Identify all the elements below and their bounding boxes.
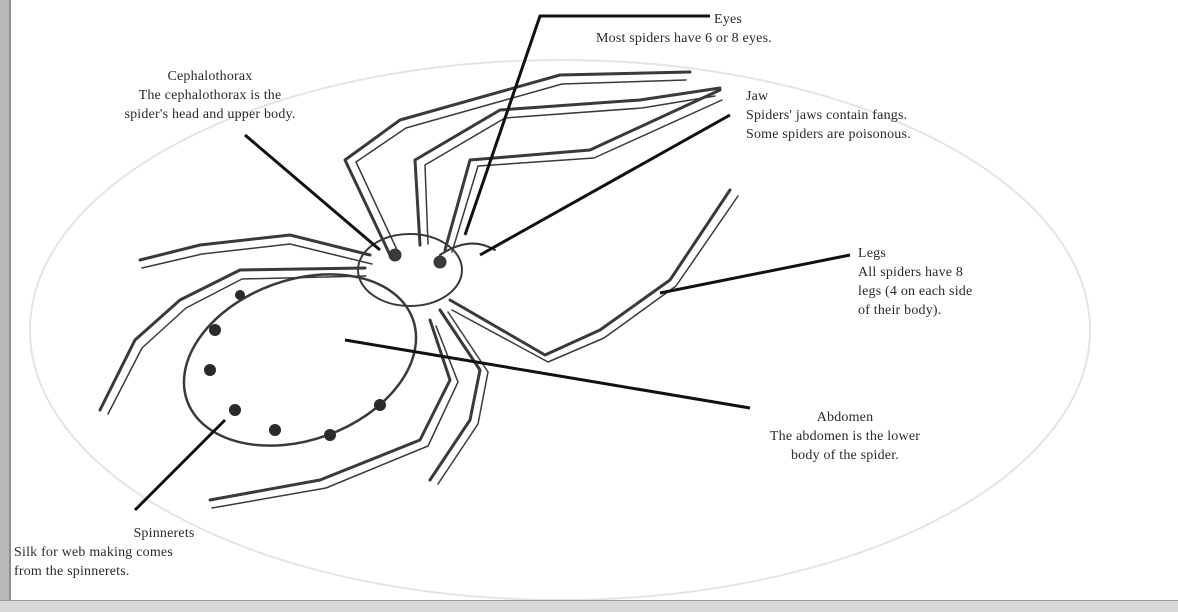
leg-4-inner bbox=[452, 196, 738, 362]
eyes-text-1: Most spiders have 6 or 8 eyes. bbox=[596, 29, 772, 48]
abdomen-spot bbox=[204, 364, 216, 376]
abdomen-spot bbox=[229, 404, 241, 416]
legs-text-3: of their body). bbox=[858, 301, 972, 320]
leg-3-inner bbox=[452, 100, 722, 252]
eyes-label: Eyes Most spiders have 6 or 8 eyes. bbox=[596, 10, 772, 48]
legs-text-1: All spiders have 8 bbox=[858, 263, 972, 282]
web-background bbox=[30, 60, 1090, 600]
leg-4 bbox=[450, 190, 730, 355]
spinnerets-text-1: Silk for web making comes bbox=[14, 543, 314, 562]
abdomen-spot bbox=[235, 290, 245, 300]
abdomen-title: Abdomen bbox=[700, 408, 990, 427]
leg-7 bbox=[430, 310, 480, 480]
cephalothorax-label: Cephalothorax The cephalothorax is the s… bbox=[40, 67, 380, 124]
legs-text-2: legs (4 on each side bbox=[858, 282, 972, 301]
abdomen-spot bbox=[374, 399, 386, 411]
cephalothorax-text-1: The cephalothorax is the bbox=[40, 86, 380, 105]
leg-8 bbox=[210, 320, 450, 500]
cephalothorax-title: Cephalothorax bbox=[40, 67, 380, 86]
abdomen-label: Abdomen The abdomen is the lower body of… bbox=[700, 408, 990, 465]
jaw-label: Jaw Spiders' jaws contain fangs. Some sp… bbox=[746, 87, 911, 144]
spinnerets-title: Spinnerets bbox=[14, 524, 314, 543]
cephalothorax-text-2: spider's head and upper body. bbox=[40, 105, 380, 124]
legs-leader bbox=[660, 255, 850, 293]
abdomen-spot bbox=[269, 424, 281, 436]
frame-bottom-border bbox=[0, 600, 1178, 612]
jaw-text-1: Spiders' jaws contain fangs. bbox=[746, 106, 911, 125]
abdomen-text-1: The abdomen is the lower bbox=[700, 427, 990, 446]
jaw-text-2: Some spiders are poisonous. bbox=[746, 125, 911, 144]
spinnerets-leader bbox=[135, 420, 225, 510]
spinnerets-text-2: from the spinnerets. bbox=[14, 562, 314, 581]
abdomen-text-2: body of the spider. bbox=[700, 446, 990, 465]
abdomen-spots bbox=[204, 290, 386, 441]
legs-label: Legs All spiders have 8 legs (4 on each … bbox=[858, 244, 972, 320]
spider-body bbox=[100, 72, 738, 508]
spinnerets-label: Spinnerets Silk for web making comes fro… bbox=[14, 524, 314, 581]
legs-title: Legs bbox=[858, 244, 972, 263]
leg-6 bbox=[100, 268, 365, 410]
jaw-title: Jaw bbox=[746, 87, 911, 106]
eyes-title: Eyes bbox=[596, 10, 772, 29]
eye-2 bbox=[435, 257, 445, 267]
eyes-leader bbox=[465, 16, 710, 235]
abdomen-spot bbox=[324, 429, 336, 441]
abdomen-spot bbox=[209, 324, 221, 336]
spider-legs bbox=[100, 72, 738, 508]
eye-1 bbox=[390, 250, 400, 260]
jaw-leader bbox=[480, 115, 730, 255]
